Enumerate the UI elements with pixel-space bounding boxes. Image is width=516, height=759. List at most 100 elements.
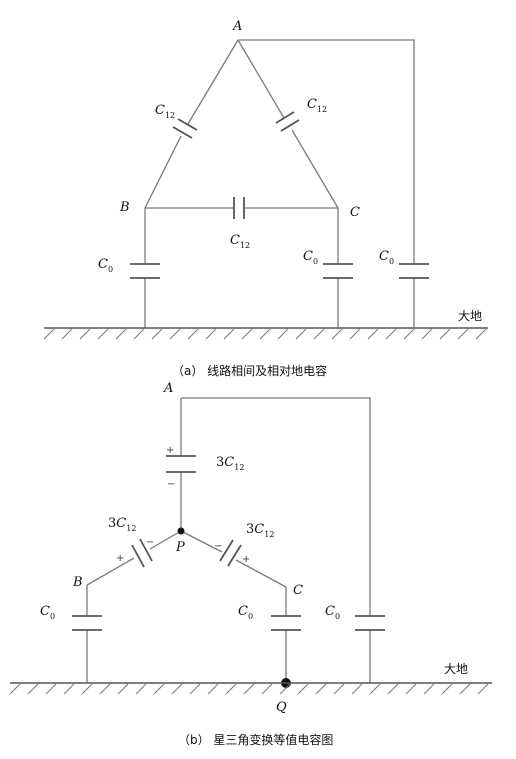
ground-hatch-mark: [313, 328, 325, 340]
capacitor-c-ground-b: [271, 615, 301, 631]
wire-left-cap-to-b: [86, 557, 135, 586]
ground-hatch-mark: [441, 683, 453, 695]
sign-plus-top: +: [166, 445, 174, 456]
sign-minus-top: −: [167, 479, 175, 490]
capacitor-bc: [233, 197, 245, 219]
ground-hatch-mark: [27, 683, 39, 695]
node-label-p: P: [175, 540, 185, 555]
wire-right-cap-to-c: [235, 559, 287, 588]
label-c0-c: C0: [303, 249, 318, 266]
label-3c12-left: 3C12: [108, 516, 136, 533]
wire-p-to-right-cap: [180, 530, 223, 553]
sign-plus-left: +: [116, 553, 124, 564]
caption-a: （a） 线路相间及相对地电容: [172, 363, 327, 378]
ground-hatch-mark: [387, 683, 399, 695]
caption-b: （b） 星三角变换等值电容图: [178, 732, 333, 747]
wire-a-to-right: [238, 39, 415, 264]
ground-hatch-mark: [439, 328, 451, 340]
ground-hatch-mark: [117, 683, 129, 695]
sign-minus-right: −: [214, 541, 222, 552]
ground-hatch-mark: [369, 683, 381, 695]
ground-hatch-mark: [189, 683, 201, 695]
ground-hatch-mark: [63, 683, 75, 695]
ground-hatch-mark: [169, 328, 181, 340]
ground-label-b: 大地: [444, 662, 468, 676]
wire-a-to-right-b: [181, 397, 371, 616]
ground-hatch-mark: [43, 328, 55, 340]
ground-hatch-mark: [223, 328, 235, 340]
label-c0-a: C0: [379, 249, 394, 266]
ground-hatch-mark: [333, 683, 345, 695]
wire-ac-cap-to-c: [291, 129, 339, 209]
ground-hatch-mark: [279, 683, 291, 695]
capacitor-b-ground-b: [72, 615, 102, 631]
diagram-a: 大地 A B C C12 C12 C12 C0 C0 C0 （a） 线路相间及相…: [43, 19, 488, 378]
ground-hatch-mark: [459, 683, 471, 695]
ground-hatch-mark: [421, 328, 433, 340]
ground-hatch-mark: [115, 328, 127, 340]
wire-a-to-ac-cap: [237, 39, 285, 119]
ground-hatch-mark: [9, 683, 21, 695]
wire-ab-cap-to-b: [144, 135, 182, 209]
ground-hatch-mark: [297, 683, 309, 695]
label-3c12-right: 3C12: [246, 522, 274, 539]
ground-hatch-mark: [133, 328, 145, 340]
label-c12-bc: C12: [230, 233, 250, 250]
ground-line-a: [43, 327, 488, 340]
ground-hatch-mark: [475, 328, 487, 340]
ground-hatch-mark: [403, 328, 415, 340]
capacitor-a-ground: [399, 263, 429, 279]
label-c12-ab: C12: [155, 103, 175, 120]
node-label-b: B: [119, 200, 130, 215]
wire-a-to-ab-cap: [187, 39, 239, 125]
diagram-b: 大地 + − − + − + A B C P Q 3C12 3C12 3C12 …: [9, 381, 492, 747]
sign-plus-right: +: [242, 554, 250, 565]
label-c0-a-b: C0: [325, 604, 340, 621]
capacitor-top-3c12: [166, 455, 196, 473]
ground-hatch-mark: [241, 328, 253, 340]
ground-hatch-mark: [205, 328, 217, 340]
ground-line-b: [9, 682, 492, 695]
node-dot-p: [177, 527, 185, 535]
ground-hatch-mark: [243, 683, 255, 695]
capacitor-b-ground: [130, 263, 160, 279]
ground-hatch-mark: [351, 683, 363, 695]
label-c0-b: C0: [98, 257, 113, 274]
ground-hatch-mark: [367, 328, 379, 340]
ground-hatch-mark: [315, 683, 327, 695]
ground-hatch-mark: [81, 683, 93, 695]
node-label-q: Q: [276, 700, 287, 715]
label-c12-ac: C12: [307, 97, 327, 114]
ground-hatch-mark: [423, 683, 435, 695]
capacitor-ac: [275, 111, 300, 132]
capacitor-ab: [172, 118, 198, 139]
label-3c12-top: 3C12: [216, 455, 244, 472]
ground-hatch-mark: [385, 328, 397, 340]
ground-hatch-mark: [187, 328, 199, 340]
node-label-c: C: [350, 205, 360, 220]
capacitor-right-3c12: [219, 539, 242, 567]
ground-hatch-mark: [349, 328, 361, 340]
ground-hatch-mark: [477, 683, 489, 695]
ground-hatch-mark: [153, 683, 165, 695]
ground-label-a: 大地: [458, 309, 482, 323]
ground-hatch-mark: [295, 328, 307, 340]
ground-hatch-mark: [151, 328, 163, 340]
node-label-a: A: [232, 19, 242, 34]
node-label-c-b: C: [293, 583, 303, 598]
ground-hatch-mark: [207, 683, 219, 695]
ground-hatch-mark: [97, 328, 109, 340]
sign-minus-left: −: [146, 537, 154, 548]
label-c0-b-b: C0: [40, 604, 55, 621]
ground-hatch-mark: [405, 683, 417, 695]
ground-hatch-mark: [61, 328, 73, 340]
ground-hatch-mark: [259, 328, 271, 340]
ground-hatch-mark: [261, 683, 273, 695]
capacitor-c-ground: [323, 263, 353, 279]
capacitor-a-ground-b: [355, 615, 385, 631]
label-c0-c-b: C0: [238, 604, 253, 621]
ground-hatch-mark: [135, 683, 147, 695]
capacitor-left-3c12: [131, 538, 153, 568]
ground-hatch-mark: [225, 683, 237, 695]
